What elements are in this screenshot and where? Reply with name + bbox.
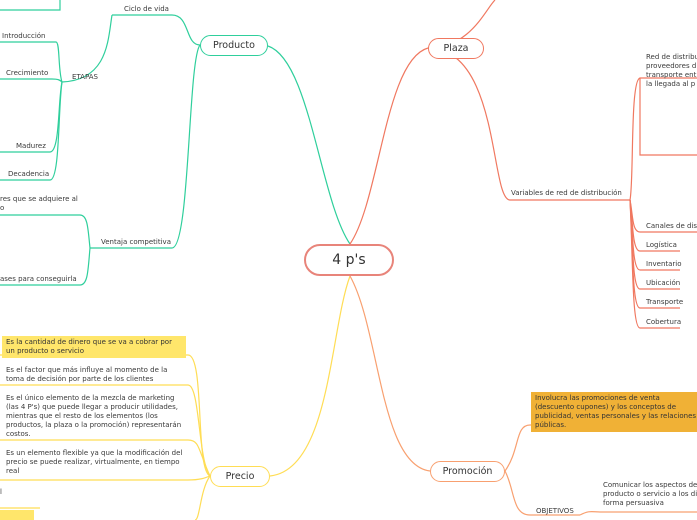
link-promocion-def (504, 424, 697, 472)
topic-cobertura[interactable]: Cobertura (646, 318, 682, 326)
topic-decadencia[interactable]: Decadencia (8, 170, 50, 178)
link-etapas-top (0, 0, 61, 11)
topic-comunicar[interactable]: Comunicar los aspectos de producto o ser… (603, 481, 697, 507)
link-etapas-decadencia (0, 81, 63, 181)
link-objetivos-comunicar (579, 511, 697, 516)
topic-logistica[interactable]: Logística (646, 241, 677, 249)
central-topic-label: 4 p's (332, 252, 366, 268)
branch-precio-label: Precio (225, 471, 255, 482)
topic-ventaja-text2[interactable]: ases para conseguirla (0, 275, 77, 283)
link-producto-ventaja (90, 44, 201, 249)
branch-producto-label: Producto (213, 40, 255, 51)
link-etapas-introduccion (0, 41, 63, 83)
topic-ventaja-competitiva[interactable]: Ventaja competitiva (101, 238, 171, 246)
topic-ventaja-text1[interactable]: res que se adquiere al o (0, 195, 78, 212)
link-plaza-variables (427, 47, 630, 201)
link-center-producto (267, 45, 351, 245)
topic-precio-factor[interactable]: Es el factor que más influye al momento … (6, 366, 168, 383)
topic-precio-cut-box[interactable] (0, 510, 34, 520)
link-ventaja-text2 (0, 247, 91, 286)
topic-precio-fragment[interactable]: l (0, 488, 2, 496)
link-red-underline (639, 78, 697, 156)
topic-precio-definicion[interactable]: Es la cantidad de dinero que se va a cob… (2, 336, 186, 358)
branch-precio[interactable]: Precio (210, 466, 270, 487)
link-ventaja-text1 (0, 214, 91, 249)
link-var-cobertura (629, 199, 680, 329)
topic-transporte[interactable]: Transporte (646, 298, 684, 306)
link-ciclo-etapas (61, 14, 113, 83)
link-precio-def (0, 354, 211, 477)
link-var-transporte (629, 199, 680, 309)
link-center-promocion (349, 275, 431, 472)
topic-canales[interactable]: Canales de distr (646, 222, 697, 230)
link-etapas-crecimiento (0, 78, 63, 83)
topic-madurez[interactable]: Madurez (16, 142, 46, 150)
topic-precio-unico[interactable]: Es el único elemento de la mezcla de mar… (6, 394, 182, 438)
link-producto-ciclo (112, 14, 201, 46)
link-precio-bottom (194, 475, 211, 520)
link-center-precio (269, 275, 351, 477)
link-promocion-objetivos (504, 470, 580, 516)
link-precio-unico (0, 439, 211, 477)
link-precio-flexible (0, 475, 211, 481)
topic-variables-red[interactable]: Variables de red de distribución (511, 189, 622, 197)
topic-objetivos[interactable]: OBJETIVOS (536, 507, 574, 515)
topic-promocion-definicion[interactable]: Involucra las promociones de venta (desc… (531, 392, 697, 432)
branch-plaza[interactable]: Plaza (428, 38, 484, 59)
topic-introduccion[interactable]: Introducción (2, 32, 46, 40)
topic-red-distribucion[interactable]: Red de distribu proveedores d transporte… (646, 53, 697, 88)
branch-producto[interactable]: Producto (200, 35, 268, 56)
branch-plaza-label: Plaza (443, 43, 469, 54)
link-center-plaza (349, 47, 429, 245)
central-topic[interactable]: 4 p's (304, 244, 394, 276)
topic-ubicacion[interactable]: Ubicación (646, 279, 681, 287)
topic-ciclo-vida[interactable]: Ciclo de vida (124, 5, 169, 13)
topic-inventario[interactable]: Inventario (646, 260, 682, 268)
link-variables-red (629, 77, 697, 201)
topic-crecimiento[interactable]: Crecimiento (6, 69, 49, 77)
branch-promocion-label: Promoción (442, 466, 493, 477)
topic-etapas[interactable]: ETAPAS (72, 73, 98, 81)
topic-precio-flexible[interactable]: Es un elemento flexible ya que la modifi… (6, 449, 183, 475)
branch-promocion[interactable]: Promoción (430, 461, 505, 482)
